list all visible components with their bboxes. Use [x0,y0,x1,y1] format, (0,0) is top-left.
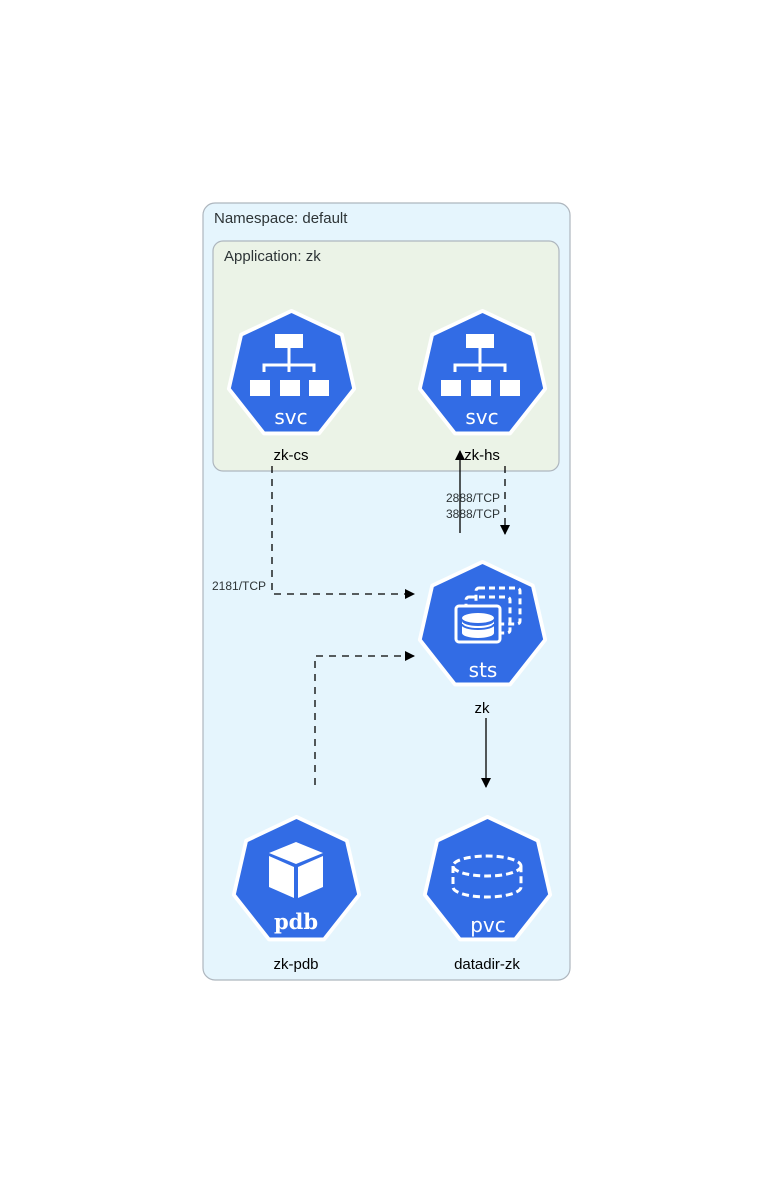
node-datadir-zk[interactable]: pvc datadir-zk [422,815,553,973]
service-icon [441,334,520,396]
node-label: zk-hs [464,447,500,464]
edge-label-3888: 3888/TCP [446,507,500,521]
box-icon [269,842,323,898]
node-kind-label: pvc [470,913,506,937]
node-kind-label: sts [469,658,498,682]
node-label: zk [475,700,491,717]
service-icon [250,334,329,396]
node-zk[interactable]: sts zk [417,560,548,717]
edge-labels: 2181/TCP 2888/TCP 3888/TCP [212,491,500,593]
edge-label-2181: 2181/TCP [212,579,266,593]
statefulset-icon [454,586,522,644]
node-zk-cs[interactable]: svc zk-cs [226,309,357,464]
node-label: datadir-zk [454,956,520,973]
persistent-volume-claim-icon [451,854,523,899]
node-kind-label: pdb [274,909,318,934]
edge-label-2888: 2888/TCP [446,491,500,505]
node-label: zk-cs [274,447,309,464]
node-kind-label: svc [274,405,307,429]
node-zk-hs[interactable]: svc zk-hs [417,309,548,464]
application-label: Application: zk [224,248,321,265]
edge-zk-pdb-to-zk [314,651,415,785]
node-zk-pdb[interactable]: pdb zk-pdb [231,815,362,973]
namespace-label: Namespace: default [214,210,348,227]
edges [271,450,510,788]
edge-zk-cs-to-zk [271,466,415,599]
node-label: zk-pdb [273,956,318,973]
node-kind-label: svc [465,405,498,429]
